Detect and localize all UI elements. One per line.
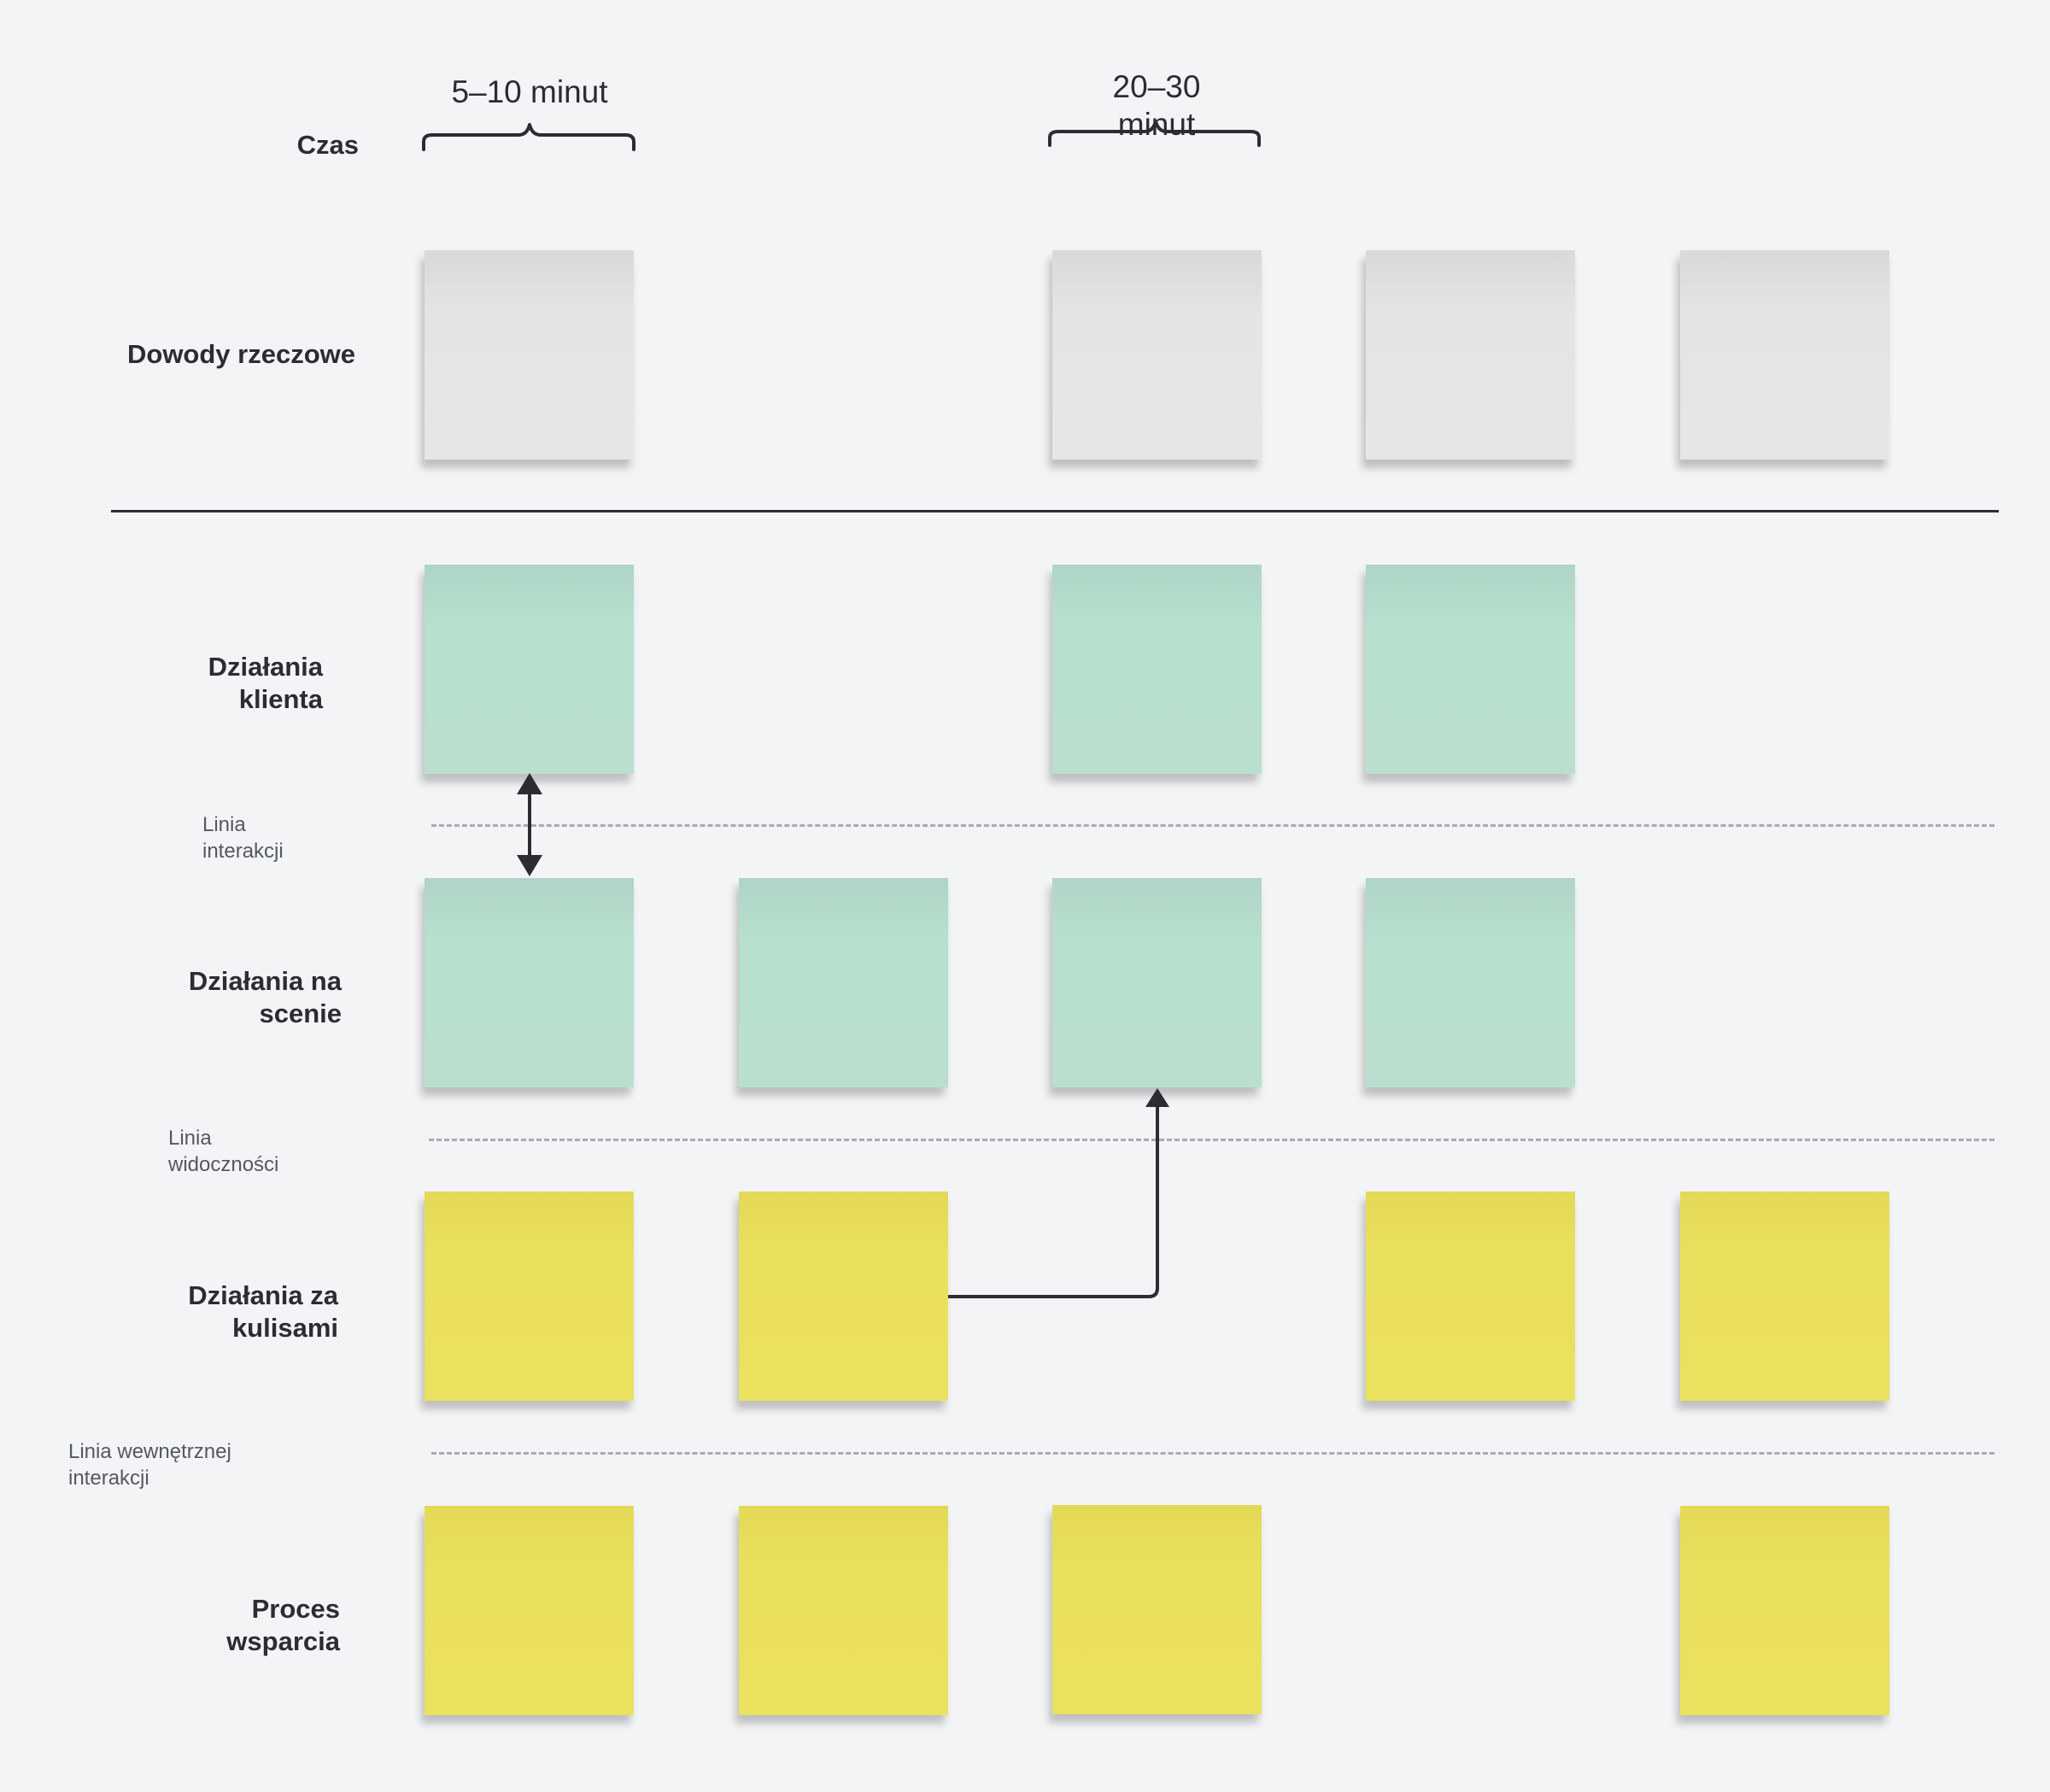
line-of-interaction xyxy=(431,824,1994,827)
line-label-visibility: Linia widoczności xyxy=(168,1127,279,1176)
sticky-note-backstage-4[interactable] xyxy=(1366,1192,1575,1401)
sticky-note-support-5[interactable] xyxy=(1680,1506,1889,1715)
lane-label-backstage-actions: Działania za kulisami xyxy=(188,1280,338,1343)
line-of-internal-interaction xyxy=(431,1452,1994,1455)
time-bracket-label-2: 20–30 minut xyxy=(1112,69,1201,142)
sticky-note-backstage-2[interactable] xyxy=(739,1192,948,1401)
backstage-to-onstage-connector xyxy=(948,1104,1159,1298)
line-label-interaction: Linia interakcji xyxy=(202,813,284,863)
sticky-note-backstage-5[interactable] xyxy=(1680,1192,1889,1401)
divider-evidence xyxy=(111,510,1999,512)
backstage-to-onstage-arrow-head xyxy=(1145,1088,1169,1107)
sticky-note-support-3[interactable] xyxy=(1052,1505,1262,1714)
time-bracket-2 xyxy=(1048,120,1261,147)
sticky-note-evidence-4[interactable] xyxy=(1366,250,1575,460)
sticky-note-customer-4[interactable] xyxy=(1366,565,1575,774)
interaction-arrow-head-down xyxy=(517,855,542,876)
lane-label-support-process: Proces wsparcia xyxy=(226,1594,340,1656)
sticky-note-customer-1[interactable] xyxy=(425,565,634,774)
sticky-note-backstage-1[interactable] xyxy=(425,1192,634,1401)
sticky-note-onstage-2[interactable] xyxy=(739,878,948,1087)
sticky-note-customer-3[interactable] xyxy=(1052,565,1262,774)
sticky-note-onstage-1[interactable] xyxy=(425,878,634,1087)
sticky-note-evidence-5[interactable] xyxy=(1680,250,1889,460)
sticky-note-support-1[interactable] xyxy=(425,1506,634,1715)
lane-label-onstage-actions: Działania na scenie xyxy=(188,966,342,1028)
lane-label-time: Czas xyxy=(296,130,359,160)
time-bracket-1 xyxy=(422,123,636,151)
line-label-internal-interaction: Linia wewnętrznej interakcji xyxy=(68,1440,231,1490)
lane-label-evidence: Dowody rzeczowe xyxy=(127,339,355,369)
sticky-note-evidence-1[interactable] xyxy=(425,250,634,460)
lane-label-customer-actions: Działania klienta xyxy=(208,652,323,714)
interaction-arrow-head-up xyxy=(517,773,542,794)
time-bracket-label-1: 5–10 minut xyxy=(451,74,608,109)
sticky-note-support-2[interactable] xyxy=(739,1506,948,1715)
sticky-note-onstage-3[interactable] xyxy=(1052,878,1262,1087)
line-of-visibility xyxy=(429,1139,1994,1141)
sticky-note-onstage-4[interactable] xyxy=(1366,878,1575,1087)
sticky-note-evidence-3[interactable] xyxy=(1052,250,1262,460)
